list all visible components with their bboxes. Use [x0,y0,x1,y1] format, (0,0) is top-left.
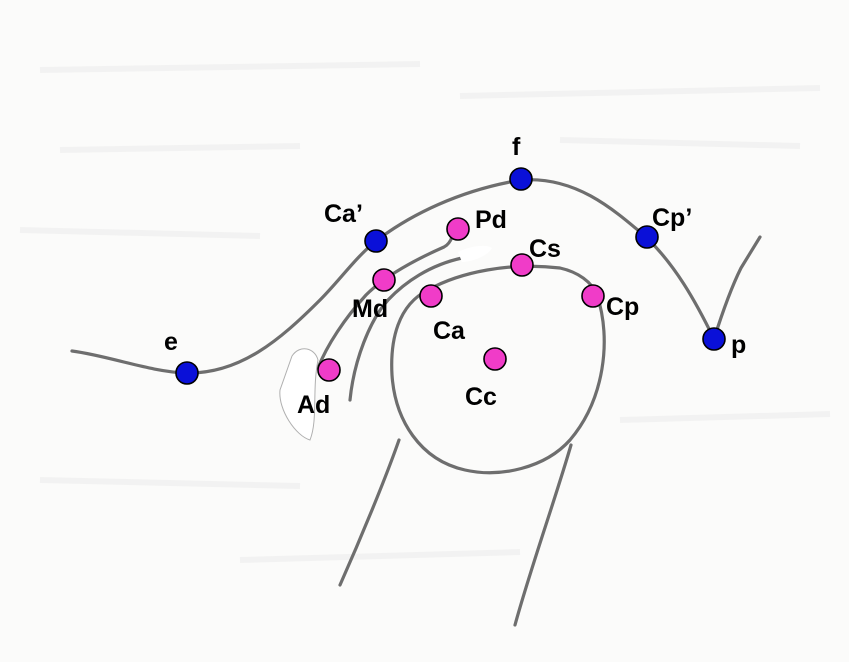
point-ad-label: Ad [297,391,330,419]
point-cc-marker [483,347,507,371]
point-cs-label: Cs [529,235,561,263]
point-cp-marker [581,284,605,308]
point-f-label: f [512,133,521,161]
point-ca-label: Ca [433,317,466,345]
highlight-patch-top [458,245,492,262]
neck-right [513,443,573,627]
point-pd-marker [446,217,470,241]
outer-contour [70,178,762,375]
point-ca-prime-marker [364,229,388,253]
point-e-marker [175,361,199,385]
paper-texture [19,61,831,563]
point-pd-label: Pd [475,206,507,234]
point-cp-prime-marker [635,225,659,249]
point-ad-marker [317,358,341,382]
point-f-marker [509,167,533,191]
point-cp-prime-label: Cp’ [652,204,692,232]
point-md-label: Md [352,295,388,323]
inner-arc [348,256,464,402]
neck-left [338,438,401,587]
highlight-patch-left [279,348,319,441]
point-md-marker [372,268,396,292]
point-cp-label: Cp [606,293,639,321]
points-layer [175,167,726,385]
point-ca-prime-label: Ca’ [324,200,363,228]
point-p-label: p [731,331,746,359]
point-p-marker [702,327,726,351]
point-cs-marker [510,253,534,277]
point-e-label: e [164,328,178,356]
point-ca-marker [419,284,443,308]
point-cc-label: Cc [465,383,497,411]
